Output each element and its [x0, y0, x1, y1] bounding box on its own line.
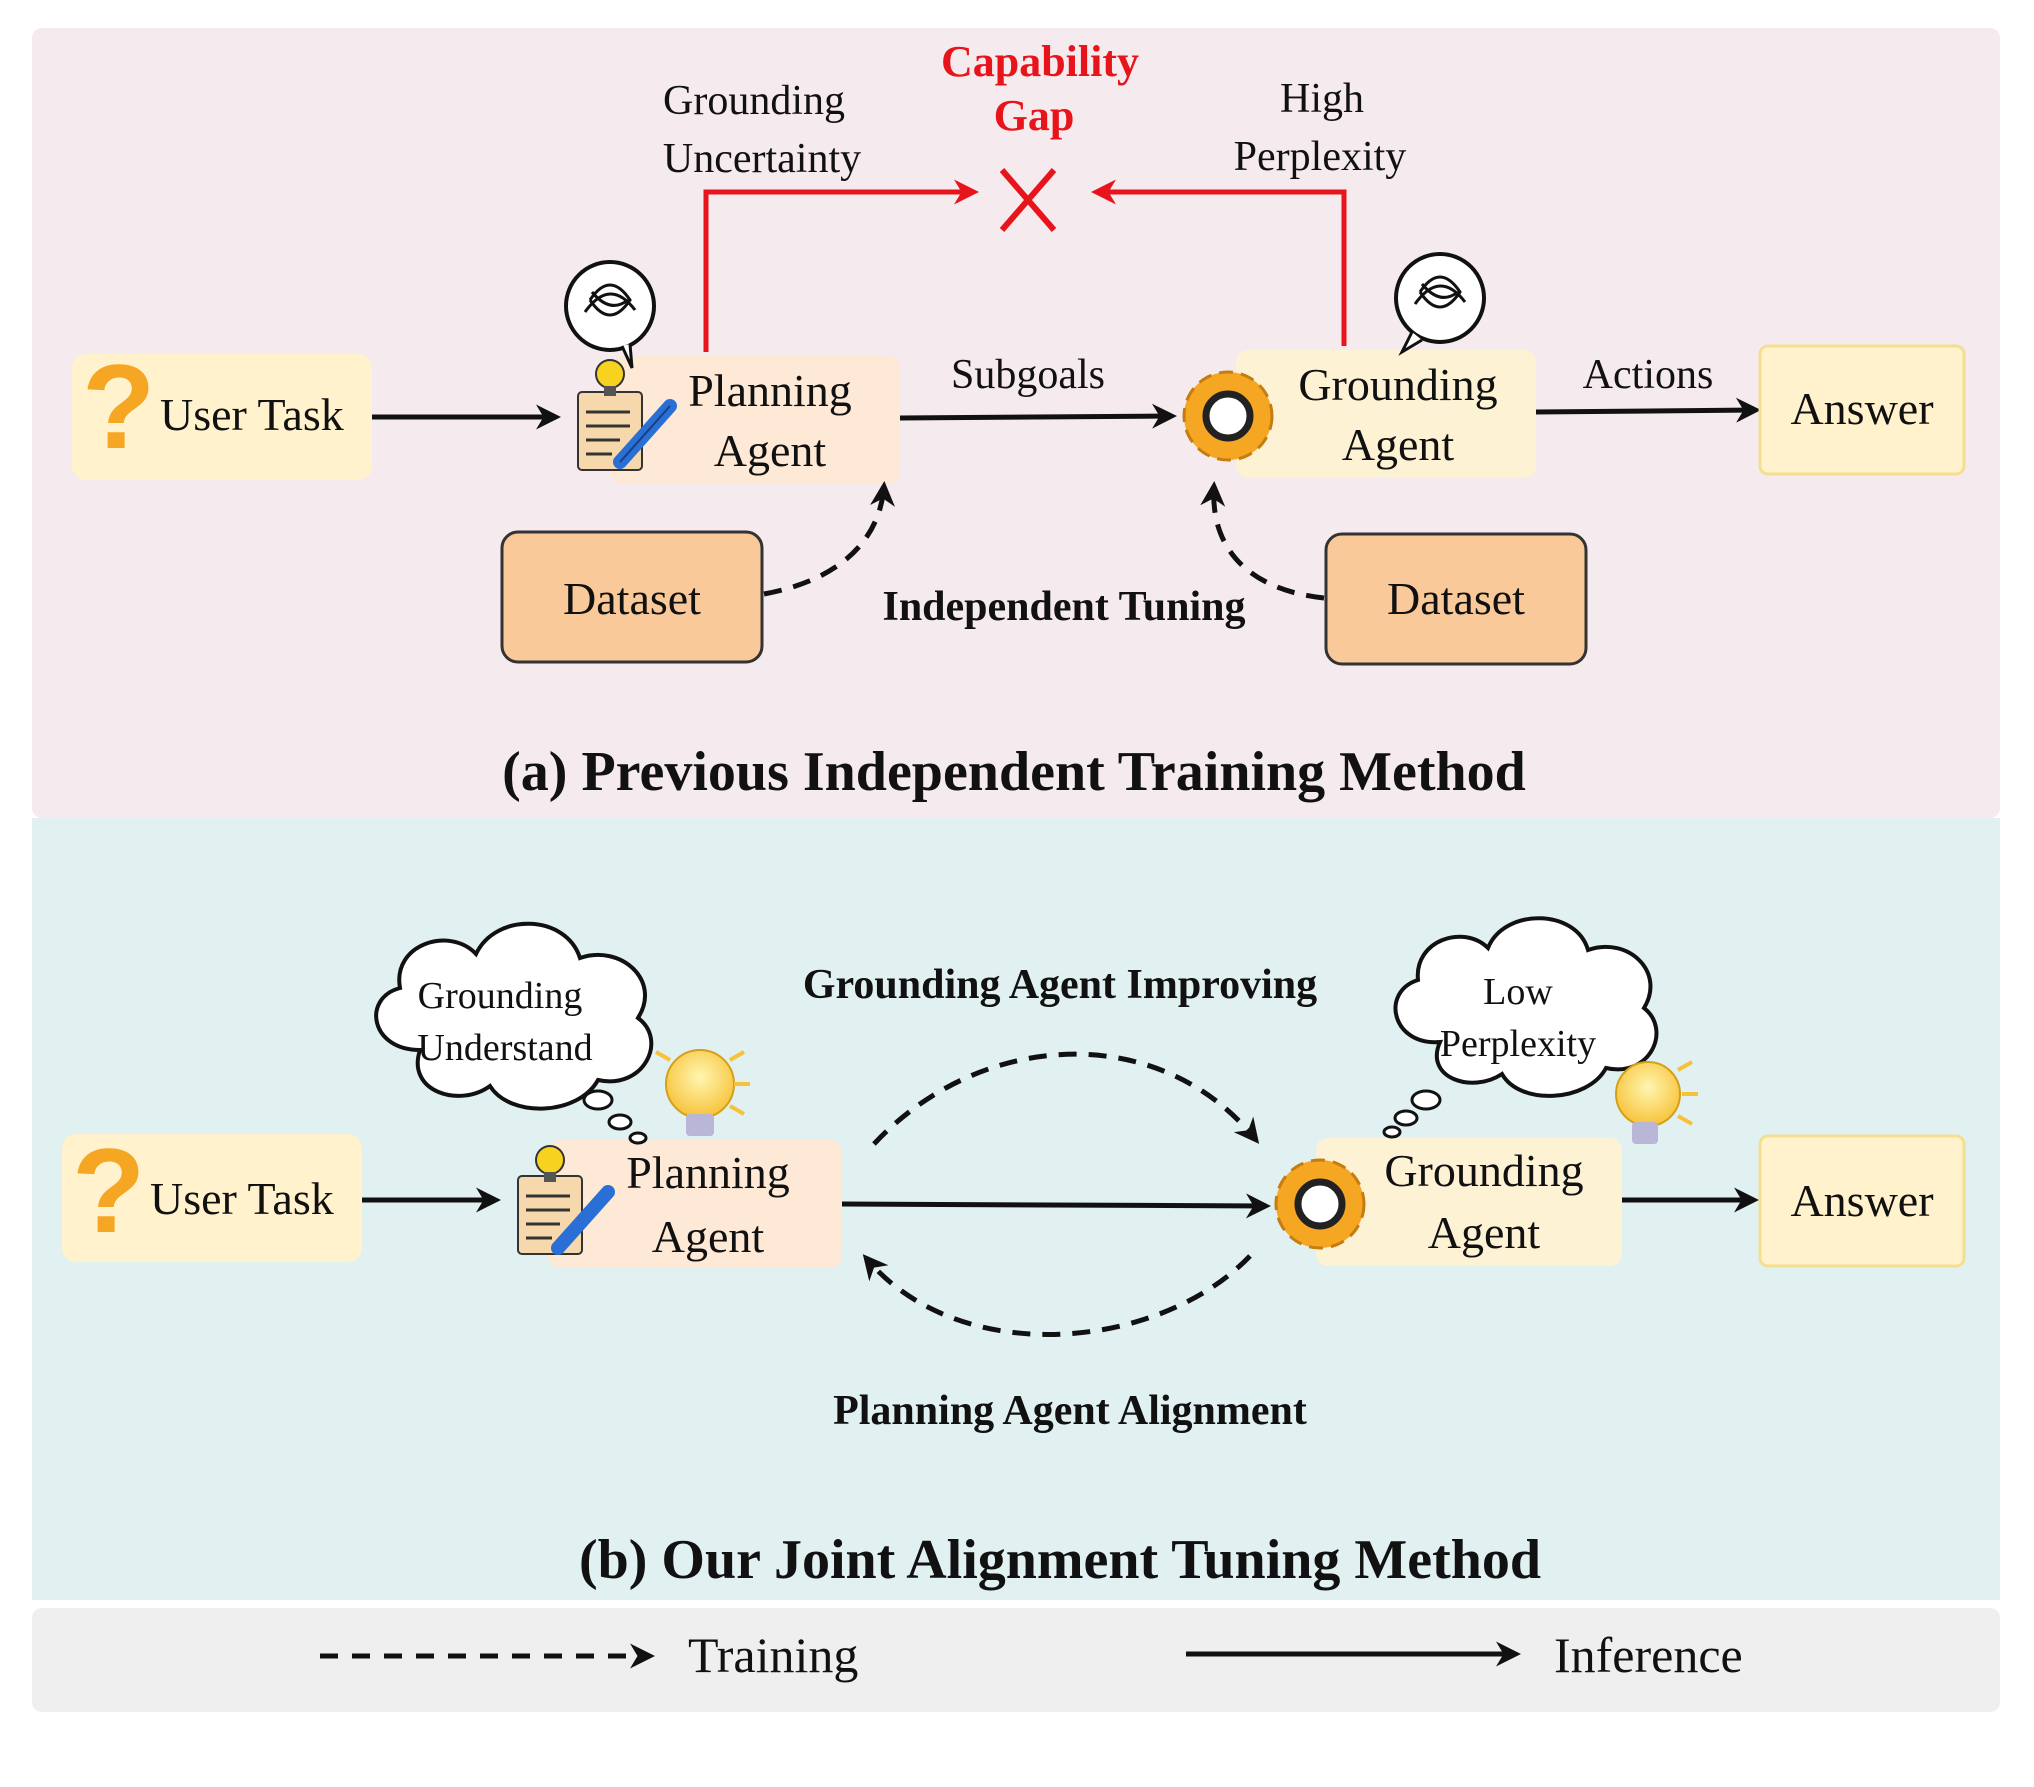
high-perplexity-line1: High	[1280, 76, 1364, 122]
thought-left-line1: Grounding	[418, 975, 583, 1017]
planning-agent-node-b: Planning Agent	[517, 1140, 842, 1268]
user-task-node-b: ? User Task	[62, 1124, 362, 1262]
panel-a-caption: (a) Previous Independent Training Method	[502, 741, 1526, 803]
svg-text:?: ?	[72, 1124, 145, 1258]
planning-agent-label-line1: Planning	[626, 1147, 790, 1198]
gear-icon	[1182, 370, 1274, 462]
planning-agent-node-a: Planning Agent	[564, 260, 900, 484]
panel-b-caption: (b) Our Joint Alignment Tuning Method	[579, 1529, 1541, 1591]
red-arrow-from-grounding	[1091, 179, 1347, 346]
legend-background	[32, 1608, 2000, 1712]
subgoals-label: Subgoals	[951, 352, 1105, 398]
high-perplexity-line2: Perplexity	[1234, 134, 1407, 180]
thought-left-line2: Understand	[417, 1027, 592, 1069]
cross-icon	[999, 168, 1057, 232]
arrow-planning-to-grounding-b	[841, 1193, 1271, 1219]
thought-right-line1: Low	[1483, 971, 1553, 1013]
dataset-left-label: Dataset	[563, 573, 701, 624]
notepad-pencil-icon	[577, 359, 677, 471]
arrow-grounding-to-answer-a	[1535, 397, 1761, 423]
planning-alignment-label: Planning Agent Alignment	[833, 1388, 1307, 1434]
lightbulb-icon	[1615, 1060, 1698, 1144]
grounding-uncertainty-line1: Grounding	[663, 78, 845, 124]
confused-thought-icon	[1394, 252, 1486, 356]
user-task-label: User Task	[150, 1173, 334, 1224]
lightbulb-icon	[655, 1049, 750, 1136]
answer-node-a: Answer	[1758, 344, 1966, 476]
grounding-agent-node-a: Grounding Agent	[1182, 252, 1536, 478]
gear-icon	[1274, 1158, 1366, 1250]
capability-gap-line2: Gap	[994, 91, 1075, 140]
user-task-node-a: ? User Task	[72, 340, 372, 480]
thought-right-line2: Perplexity	[1440, 1023, 1596, 1065]
dashed-arrow-dataset-to-grounding	[1200, 481, 1325, 601]
planning-agent-label-line2: Agent	[714, 425, 827, 476]
dashed-arrow-grounding-improving	[872, 1051, 1260, 1146]
red-arrow-from-planning	[703, 179, 979, 352]
legend-inference-label: Inference	[1554, 1627, 1743, 1683]
question-mark-icon: ?	[82, 340, 155, 474]
capability-gap-line1: Capability	[941, 37, 1139, 86]
independent-tuning-label: Independent Tuning	[882, 584, 1245, 630]
grounding-improving-label: Grounding Agent Improving	[803, 962, 1317, 1008]
legend-training-label: Training	[688, 1627, 858, 1683]
thought-cloud-left: Grounding Understand	[374, 921, 654, 1145]
dataset-right-box: Dataset	[1324, 532, 1588, 666]
user-task-label: User Task	[160, 389, 344, 440]
planning-agent-label-line1: Planning	[688, 365, 852, 416]
dashed-arrow-dataset-to-planning	[763, 481, 895, 597]
grounding-agent-label-line2: Agent	[1428, 1207, 1541, 1258]
dataset-left-box: Dataset	[500, 530, 764, 664]
dashed-arrow-planning-alignment	[862, 1254, 1252, 1337]
answer-label: Answer	[1790, 383, 1933, 434]
grounding-agent-label-line2: Agent	[1342, 419, 1455, 470]
svg-text:?: ?	[82, 340, 155, 474]
dataset-right-label: Dataset	[1387, 573, 1525, 624]
grounding-agent-node-b: Grounding Agent	[1274, 1138, 1622, 1266]
arrow-planning-to-grounding-a	[899, 403, 1177, 429]
confused-thought-icon	[564, 260, 656, 369]
grounding-uncertainty-line2: Uncertainty	[663, 136, 861, 182]
planning-agent-label-line2: Agent	[652, 1211, 765, 1262]
actions-label: Actions	[1583, 352, 1714, 398]
answer-label: Answer	[1790, 1175, 1933, 1226]
grounding-agent-label-line1: Grounding	[1298, 359, 1497, 410]
answer-node-b: Answer	[1758, 1134, 1966, 1268]
grounding-agent-label-line1: Grounding	[1384, 1145, 1583, 1196]
thought-cloud-right: Low Perplexity	[1382, 916, 1659, 1139]
notepad-pencil-icon	[517, 1145, 615, 1255]
question-mark-icon: ?	[72, 1124, 145, 1258]
